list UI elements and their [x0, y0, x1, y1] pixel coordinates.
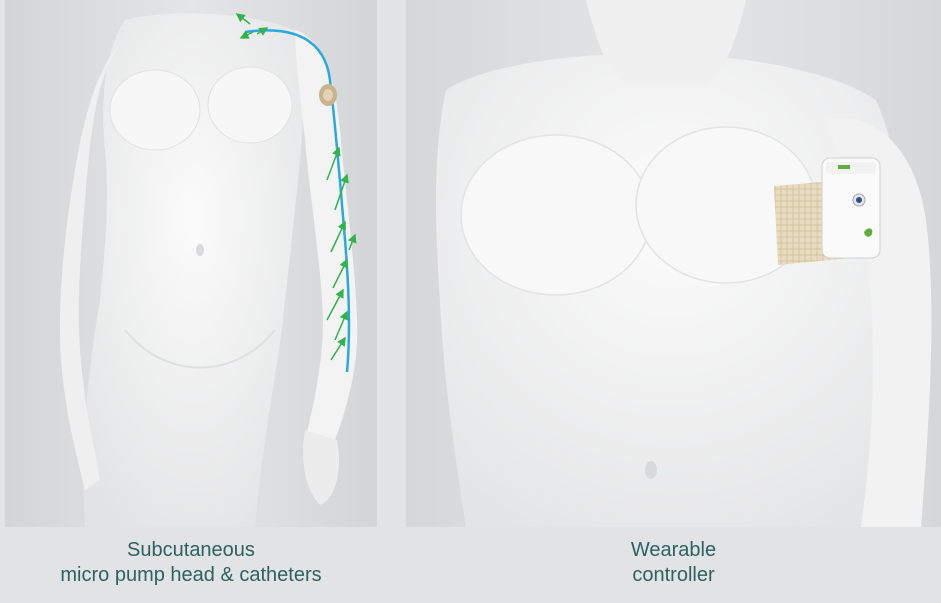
pump-head-icon [319, 84, 337, 106]
caption-line: Wearable [406, 538, 941, 563]
caption-catheters: Subcutaneous micro pump head & catheters [5, 538, 377, 598]
caption-line: controller [406, 563, 941, 588]
controller-device-icon [822, 158, 880, 258]
caption-line: Subcutaneous [5, 538, 377, 563]
photo-wearable-controller [406, 0, 941, 527]
photo-body-with-catheters [5, 0, 377, 527]
caption-line: micro pump head & catheters [5, 563, 377, 588]
caption-controller: Wearable controller [406, 538, 941, 598]
